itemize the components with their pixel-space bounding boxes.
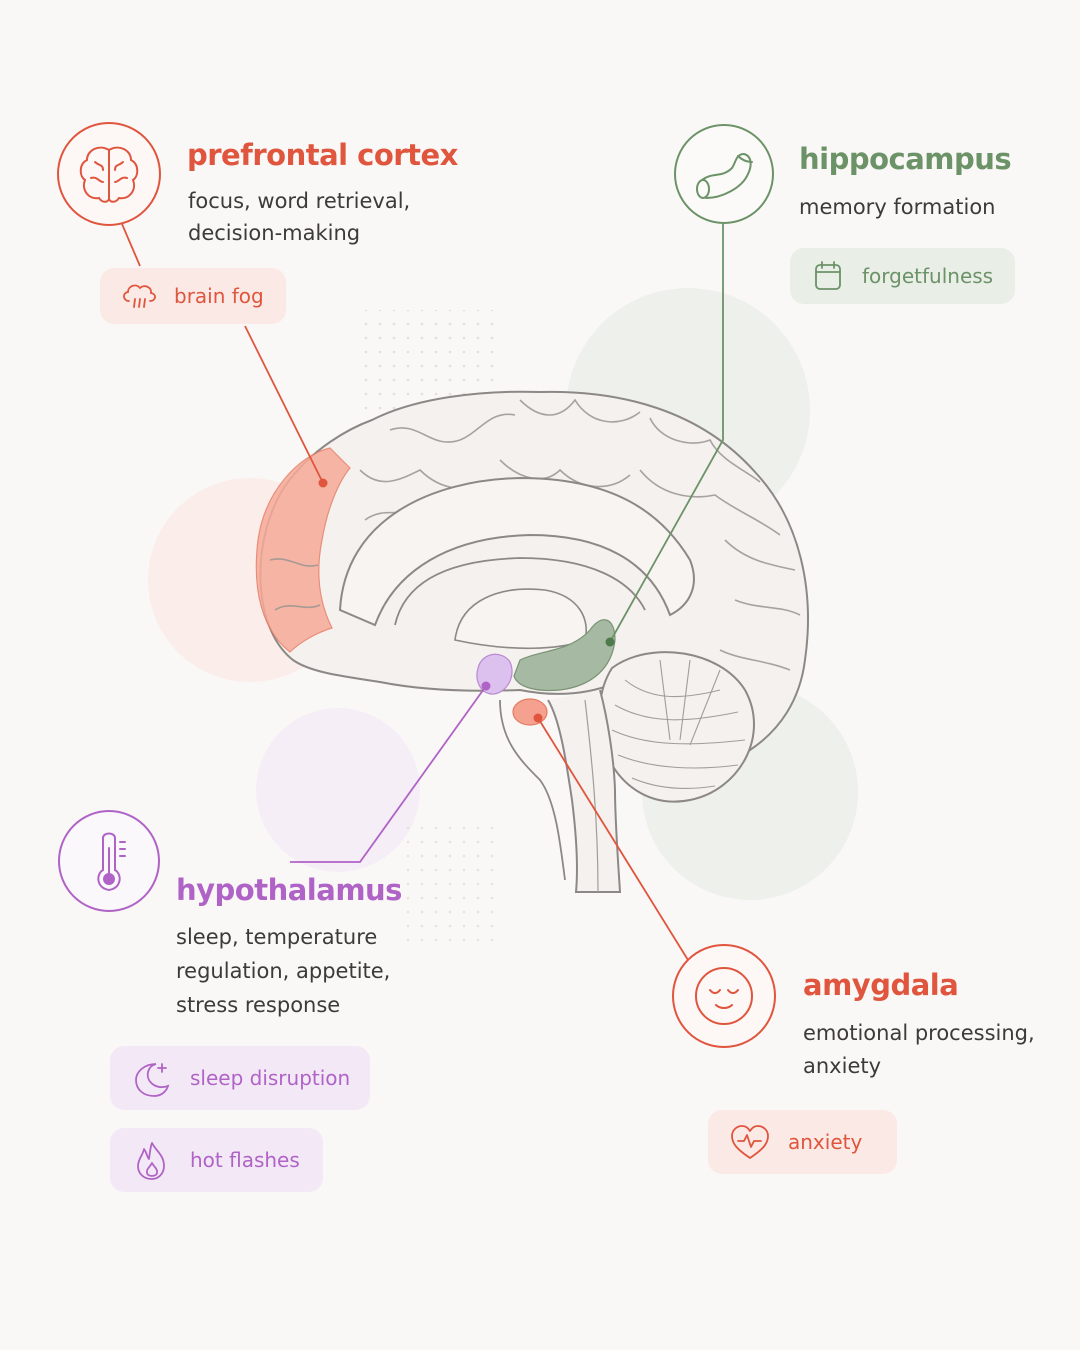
symptom-label: brain fog <box>174 284 264 308</box>
thermometer-icon <box>58 810 160 912</box>
amygdala-icon-badge <box>670 942 778 1050</box>
hypothalamus-connector <box>290 685 487 863</box>
brainstem-inner <box>584 699 599 893</box>
calm-face-icon <box>672 944 776 1048</box>
hypothalamus-icon-badge <box>56 808 162 914</box>
lateral-ventricle <box>394 557 646 626</box>
cloud-rain-icon <box>123 284 156 308</box>
hypothalamus-description-line: regulation, appetite, <box>176 959 391 983</box>
prefrontal-title: prefrontal cortex <box>187 138 458 172</box>
symptom-hot-flashes[interactable]: hot flashes <box>110 1128 323 1192</box>
bg-circle-purple <box>256 708 420 872</box>
calendar-icon <box>815 261 841 290</box>
symptom-brain-fog[interactable]: brain fog <box>100 268 286 324</box>
symptom-sleep-disruption[interactable]: sleep disruption <box>110 1046 370 1110</box>
hippocampus-region <box>513 619 616 692</box>
prefrontal-icon-badge <box>55 120 163 228</box>
amygdala-title: amygdala <box>803 968 959 1002</box>
symptom-label: hot flashes <box>190 1148 300 1172</box>
hypothalamus-title: hypothalamus <box>176 873 402 907</box>
prefrontal-dot <box>318 478 328 488</box>
hypothalamus-dot <box>481 681 491 691</box>
connector-lines <box>121 223 724 961</box>
cerebellum <box>598 651 755 803</box>
prefrontal-connector <box>121 223 324 484</box>
amygdala-description: emotional processing, anxiety <box>803 1017 1035 1083</box>
thalamus <box>454 588 587 650</box>
amygdala-dot <box>533 713 543 723</box>
brainstem-front <box>499 699 566 881</box>
symptom-label: sleep disruption <box>190 1066 351 1090</box>
amygdala-description-line: emotional processing, <box>803 1021 1035 1045</box>
prefrontal-description: focus, word retrieval, decision-making <box>188 185 410 249</box>
symptom-label: anxiety <box>788 1130 863 1154</box>
amygdala-connector <box>537 717 689 961</box>
symptom-label: forgetfulness <box>862 264 994 288</box>
hippocampus-dot <box>605 637 615 647</box>
hippocampus-icon-badge <box>672 122 776 226</box>
hippocampus-description-line: memory formation <box>799 195 996 219</box>
symptom-anxiety[interactable]: anxiety <box>708 1110 897 1174</box>
corpus-callosum <box>338 476 695 627</box>
bg-dot-grid-2 <box>395 815 505 945</box>
hypothalamus-description-line: sleep, temperature <box>176 925 378 949</box>
hippocampus-description: memory formation <box>799 191 995 223</box>
moon-icon <box>135 1063 170 1097</box>
hypothalamus-description: sleep, temperature regulation, appetite,… <box>176 920 390 1022</box>
hippocampus-title: hippocampus <box>799 142 1012 176</box>
symptom-forgetfulness[interactable]: forgetfulness <box>790 248 1016 304</box>
amygdala-description-line: anxiety <box>803 1054 882 1078</box>
prefrontal-description-line: focus, word retrieval, <box>188 189 411 213</box>
hippocampus-icon <box>674 124 774 224</box>
prefrontal-description-line: decision-making <box>188 221 361 245</box>
hippocampus-connector <box>609 224 724 643</box>
hypothalamus-description-line: stress response <box>176 993 341 1017</box>
brain-icon <box>57 122 161 226</box>
flame-icon <box>137 1142 165 1180</box>
heart-pulse-icon <box>731 1125 769 1159</box>
amygdala-region <box>512 698 548 726</box>
prefrontal-cortex-region <box>255 447 351 653</box>
